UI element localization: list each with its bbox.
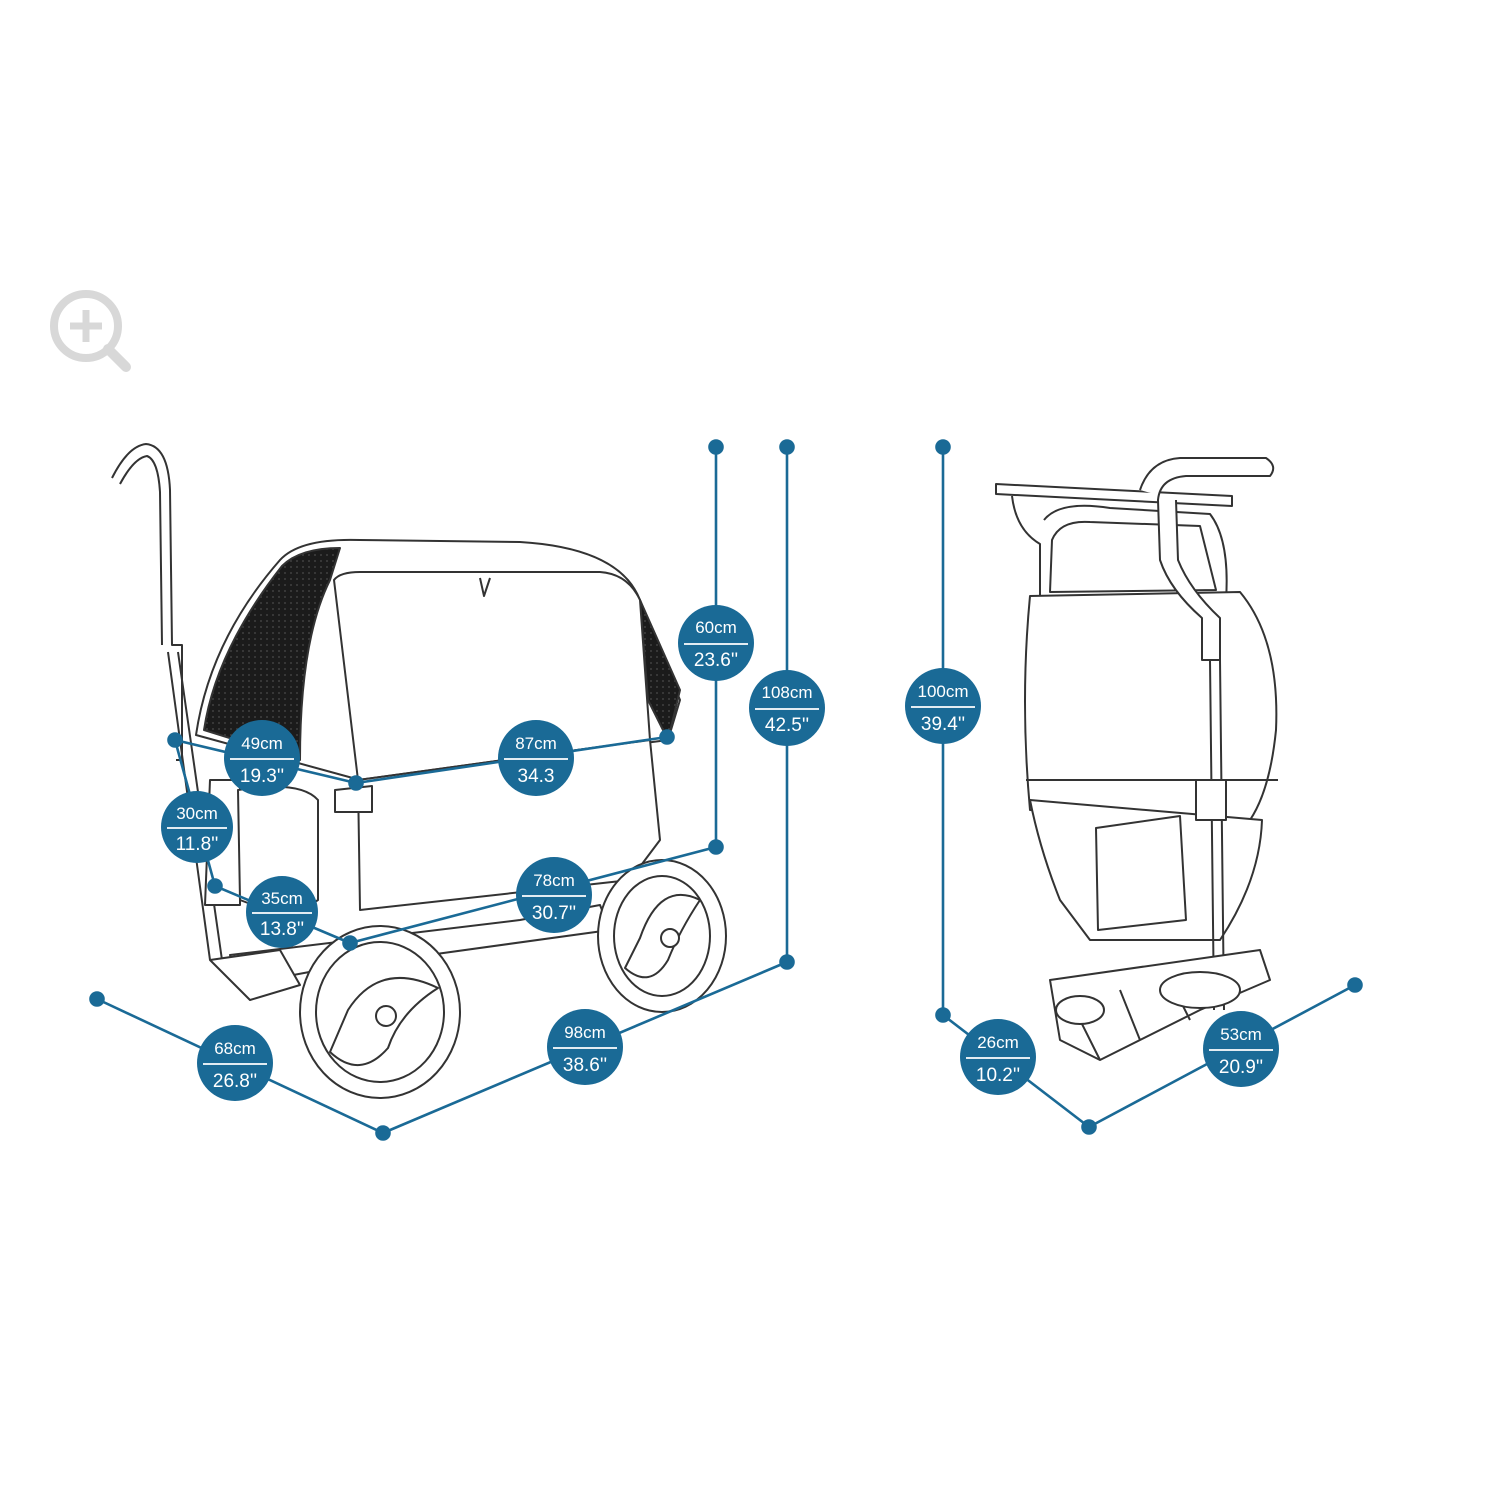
basket-width-in: 19.3'' (240, 766, 284, 787)
folded-depth-cm: 26cm (977, 1033, 1019, 1052)
basket-width-cm: 49cm (241, 734, 283, 753)
folded-width-in: 20.9'' (1219, 1057, 1263, 1078)
badge-folded-height: 100cm 39.4'' (905, 668, 981, 744)
badge-canopy-height: 60cm 23.6'' (678, 605, 754, 681)
overall-width-cm: 68cm (214, 1039, 256, 1058)
wagon-folded-illustration (995, 457, 1278, 1061)
floor-length-in: 30.7'' (532, 903, 576, 924)
canopy-height-in: 23.6'' (694, 650, 738, 671)
badge-overall-width: 68cm 26.8'' (197, 1025, 273, 1101)
badge-basket-width: 49cm 19.3'' (224, 720, 300, 796)
badge-overall-length: 98cm 38.6'' (547, 1009, 623, 1085)
badge-folded-depth: 26cm 10.2'' (960, 1019, 1036, 1095)
overall-length-cm: 98cm (564, 1023, 606, 1042)
total-height-in: 42.5'' (765, 715, 809, 736)
total-height-cm: 108cm (761, 683, 812, 702)
zoom-in-icon[interactable] (50, 290, 131, 372)
basket-length-cm: 87cm (515, 734, 557, 753)
folded-height-in: 39.4'' (921, 714, 965, 735)
floor-width-in: 13.8'' (260, 919, 304, 940)
folded-width-cm: 53cm (1220, 1025, 1262, 1044)
folded-height-cm: 100cm (917, 682, 968, 701)
canopy-height-cm: 60cm (695, 618, 737, 637)
overall-width-in: 26.8'' (213, 1071, 257, 1092)
badge-basket-length: 87cm 34.3 (498, 720, 574, 796)
basket-length-in: 34.3 (518, 766, 555, 787)
badge-basket-depth: 30cm 11.8'' (161, 791, 233, 863)
overall-length-in: 38.6'' (563, 1055, 607, 1076)
basket-depth-in: 11.8'' (176, 834, 219, 855)
rear-wheel (597, 859, 727, 1013)
front-wheel (299, 925, 461, 1099)
badge-floor-width: 35cm 13.8'' (246, 876, 318, 948)
wagon-unfolded-illustration (111, 443, 727, 1099)
badge-total-height: 108cm 42.5'' (749, 670, 825, 746)
badge-folded-width: 53cm 20.9'' (1203, 1011, 1279, 1087)
floor-length-cm: 78cm (533, 871, 575, 890)
floor-width-cm: 35cm (261, 889, 303, 908)
folded-depth-in: 10.2'' (976, 1065, 1020, 1086)
basket-depth-cm: 30cm (176, 804, 218, 823)
badge-floor-length: 78cm 30.7'' (516, 857, 592, 933)
